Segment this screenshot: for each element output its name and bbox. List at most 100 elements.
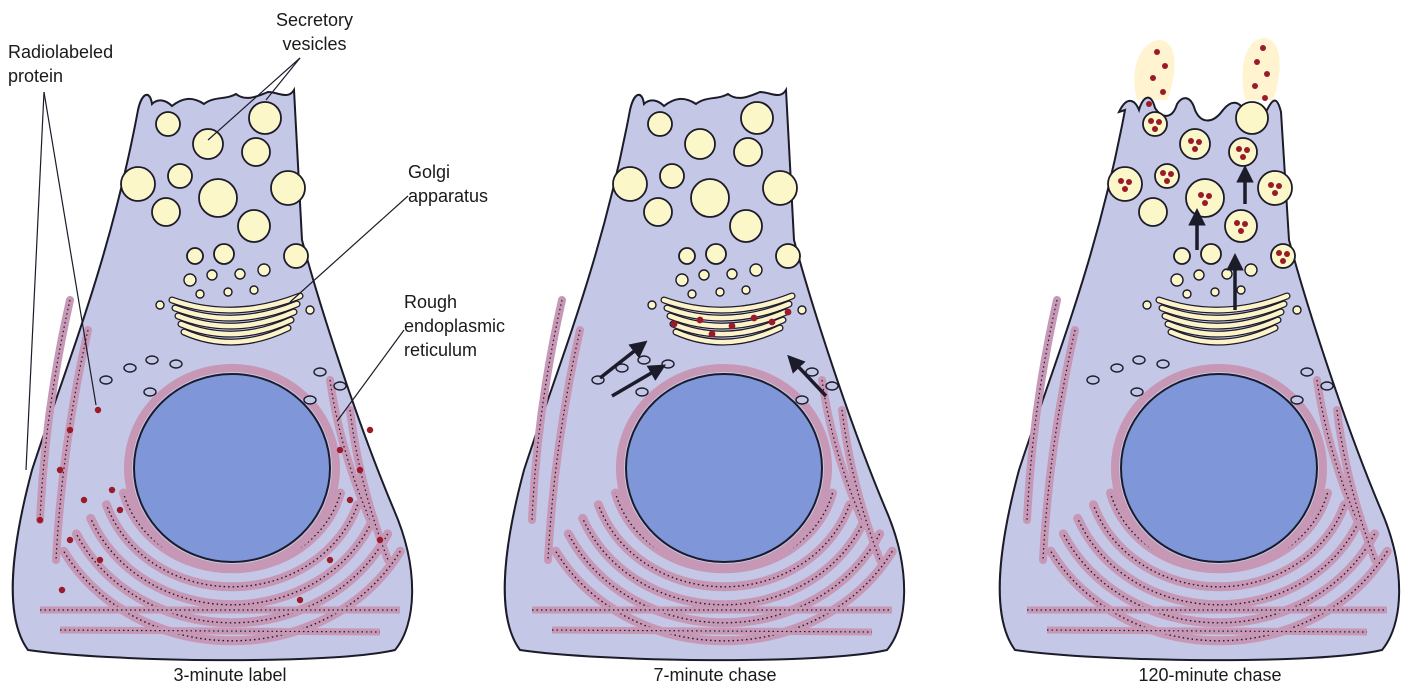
secretory-vesicle: [121, 167, 155, 201]
label-rough-er: Rough endoplasmic reticulum: [404, 290, 505, 362]
label-radiolabeled-protein: Radiolabeled protein: [8, 40, 113, 88]
transport-vesicle: [699, 270, 709, 280]
secretory-vesicle: [1155, 164, 1179, 188]
secretory-vesicle: [613, 167, 647, 201]
radiolabel-dot: [67, 427, 73, 433]
secretory-vesicle: [741, 102, 773, 134]
transport-vesicle: [1291, 396, 1303, 404]
secretory-vesicle: [187, 248, 203, 264]
er-cisterna: [552, 630, 872, 632]
radiolabel-dot: [1156, 119, 1162, 125]
transport-vesicle: [1194, 270, 1204, 280]
transport-vesicle: [727, 269, 737, 279]
transport-vesicle: [170, 360, 182, 368]
radiolabel-dot: [1148, 118, 1154, 124]
radiolabel-dot: [1268, 182, 1274, 188]
radiolabel-dot: [1276, 250, 1282, 256]
secretory-vesicle: [1108, 167, 1142, 201]
secretory-vesicle: [214, 244, 234, 264]
radiolabel-dot: [1146, 101, 1152, 107]
transport-vesicle: [1222, 269, 1232, 279]
radiolabel-dot: [1168, 171, 1174, 177]
radiolabel-dot: [1234, 220, 1240, 226]
secretory-vesicle: [1271, 244, 1295, 268]
label-secretory-vesicles: Secretory vesicles: [276, 8, 353, 56]
secretory-vesicle: [776, 244, 800, 268]
radiolabel-dot: [1238, 228, 1244, 234]
transport-vesicle: [156, 301, 164, 309]
secretory-vesicle: [1225, 210, 1257, 242]
radiolabel-dot: [1152, 126, 1158, 132]
secretory-vesicle: [1258, 171, 1292, 205]
secretory-vesicle: [1139, 198, 1167, 226]
leader-golgi: [290, 196, 408, 302]
transport-vesicle: [1133, 356, 1145, 364]
secretory-vesicle: [1180, 129, 1210, 159]
transport-vesicle: [100, 376, 112, 384]
transport-vesicle: [146, 356, 158, 364]
radiolabel-dot: [327, 557, 333, 563]
secretory-vesicle: [1186, 179, 1224, 217]
radiolabel-dot: [59, 587, 65, 593]
transport-vesicle: [662, 360, 674, 368]
radiolabel-dot: [297, 597, 303, 603]
transport-vesicle: [196, 290, 204, 298]
leader-rer: [338, 330, 404, 420]
secretory-vesicle: [706, 244, 726, 264]
radiolabel-dot: [1188, 138, 1194, 144]
transport-vesicle: [1157, 360, 1169, 368]
secretory-vesicle: [730, 210, 762, 242]
secretory-vesicle: [238, 210, 270, 242]
secretory-vesicle: [242, 138, 270, 166]
transport-vesicle: [638, 356, 650, 364]
secretory-vesicle: [1201, 244, 1221, 264]
secretory-vesicle: [734, 138, 762, 166]
radiolabel-dot: [67, 537, 73, 543]
radiolabel-dot: [1284, 251, 1290, 257]
transport-vesicle: [207, 270, 217, 280]
transport-vesicle: [1183, 290, 1191, 298]
radiolabel-dot: [1150, 75, 1156, 81]
radiolabel-dot: [1118, 178, 1124, 184]
radiolabel-dot: [109, 487, 115, 493]
radiolabel-dot: [1272, 190, 1278, 196]
transport-vesicle: [676, 274, 688, 286]
radiolabel-dot: [1280, 258, 1286, 264]
transport-vesicle: [314, 368, 326, 376]
transport-vesicle: [1301, 368, 1313, 376]
radiolabel-dot: [1260, 45, 1266, 51]
transport-vesicle: [750, 264, 762, 276]
radiolabel-dot: [697, 317, 704, 324]
radiolabel-dot: [751, 315, 758, 322]
transport-vesicle: [250, 286, 258, 294]
transport-vesicle: [304, 396, 316, 404]
er-cisterna: [60, 630, 380, 632]
panel-3-minute-label: [13, 90, 412, 660]
transport-vesicle: [1087, 376, 1099, 384]
transport-vesicle: [1171, 274, 1183, 286]
radiolabel-dot: [1196, 139, 1202, 145]
radiolabel-dot: [709, 331, 716, 338]
secretory-vesicle: [1236, 102, 1268, 134]
secretory-vesicle: [156, 112, 180, 136]
secretory-vesicle: [249, 102, 281, 134]
radiolabel-dot: [347, 497, 353, 503]
secretory-vesicle: [284, 244, 308, 268]
radiolabel-dot: [1264, 71, 1270, 77]
secretory-vesicle: [168, 164, 192, 188]
radiolabel-dot: [117, 507, 123, 513]
radiolabel-dot: [97, 557, 103, 563]
secretory-vesicle: [679, 248, 695, 264]
radiolabel-dot: [1262, 95, 1268, 101]
radiolabel-dot: [1206, 193, 1212, 199]
transport-vesicle: [688, 290, 696, 298]
caption-panel-1: 3-minute label: [80, 664, 380, 686]
radiolabel-dot: [1198, 192, 1204, 198]
radiolabel-dot: [1164, 178, 1170, 184]
radiolabel-dot: [1160, 89, 1166, 95]
transport-vesicle: [184, 274, 196, 286]
radiolabel-dot: [769, 319, 776, 326]
radiolabel-dot: [377, 537, 383, 543]
transport-vesicle: [1321, 382, 1333, 390]
